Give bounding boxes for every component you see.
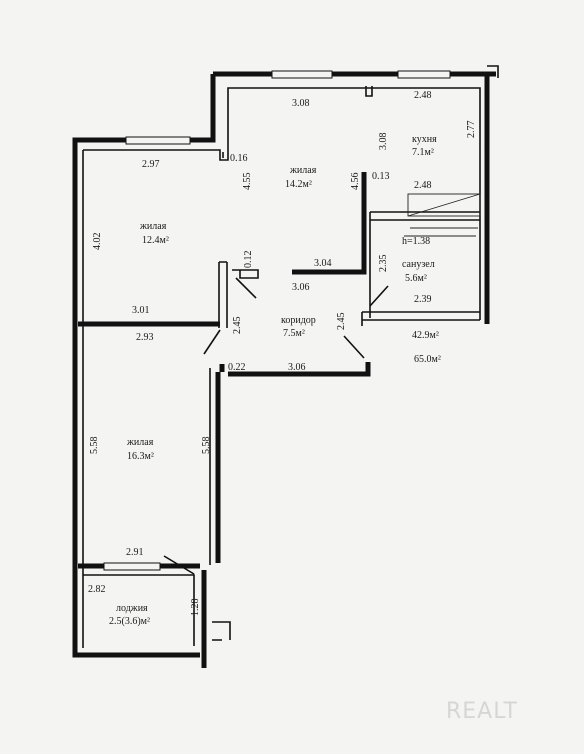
window-top-center [271,70,333,79]
window-top-right [397,70,451,79]
vent-box [404,193,481,237]
dim-306-mid: 3.06 [292,282,310,293]
room-area-center: 14.2м² [285,179,312,190]
room-area-kitchen: 7.1м² [412,147,434,158]
dim-235: 2.35 [378,255,389,273]
dim-245-right: 2.45 [336,313,347,331]
wall-stub-upper-left [218,261,228,328]
windows [103,70,451,571]
door-center [235,277,257,299]
vent-shaft [407,193,481,217]
wall-bathroom-bottom [361,311,480,326]
living-area-total: 42.9м² [412,330,439,341]
dim-248-mid: 2.48 [414,180,432,191]
dim-301: 3.01 [132,305,150,316]
door-upper-left [203,329,221,355]
wall-corridor-bottom [228,362,371,377]
dim-306-low: 3.06 [288,362,306,373]
wall-center-right [292,172,367,275]
wall-loggia-stub [212,621,231,641]
wall-notch-top-right [487,65,499,78]
dim-297: 2.97 [142,159,160,170]
dim-455: 4.55 [242,173,253,191]
room-name-bottom: жилая [126,437,154,448]
dim-402: 4.02 [92,233,103,251]
dim-282: 2.82 [88,584,106,595]
dim-558-left: 5.58 [89,437,100,455]
dim-245-left: 2.45 [232,317,243,335]
room-name-bathroom: санузел [402,259,435,270]
dim-308-kitchen: 3.08 [378,133,389,151]
dim-248-top: 2.48 [414,90,432,101]
wall-inner-top-left [83,87,481,320]
dim-304: 3.04 [314,258,332,269]
door-kitchen-stub [365,86,373,97]
door-lower-room [163,555,195,575]
total-area: 65.0м² [414,354,441,365]
window-loggia [103,562,161,571]
window-top-left [125,136,191,145]
vertical-dimension-labels: 2.77 3.08 4.55 4.56 4.02 0.12 2.35 2.45 … [89,121,477,617]
room-name-top-left: жилая [139,221,167,232]
dim-456: 4.56 [350,173,361,191]
room-name-kitchen: кухня [412,134,437,145]
dim-277: 2.77 [466,121,477,139]
room-labels: жилая 12.4м² жилая 14.2м² кухня 7.1м² са… [109,134,441,627]
room-area-corridor: 7.5м² [283,328,305,339]
doors [163,86,389,575]
dim-128: 1.28 [190,599,201,617]
room-area-top-left: 12.4м² [142,235,169,246]
dim-558-right: 5.58 [201,437,212,455]
dim-293: 2.93 [136,332,154,343]
door-bathroom [369,285,389,307]
dim-239: 2.39 [414,294,432,305]
ceiling-height: h=1.38 [402,236,430,247]
vent-shaft-line [407,193,481,217]
wall-kitchen-bottom [370,211,480,221]
dim-012: 0.12 [243,251,254,269]
room-area-bathroom: 5.6м² [405,273,427,284]
watermark-logo: REALT [446,699,518,724]
room-name-corridor: коридор [281,315,316,326]
room-name-loggia: лоджия [116,603,148,614]
room-name-center: жилая [289,165,317,176]
dim-016: 0.16 [230,153,248,164]
dimension-labels: 3.08 2.48 2.97 0.16 0.13 2.48 3.04 3.06 … [88,90,432,595]
dim-022: 0.22 [228,362,246,373]
wall-loggia [83,574,195,646]
wall-lower-room-right [215,364,225,563]
dim-013: 0.13 [372,171,390,182]
dim-308-top: 3.08 [292,98,310,109]
room-area-loggia: 2.5(3.6)м² [109,616,150,627]
door-corridor-right [343,335,365,359]
room-area-bottom: 16.3м² [127,451,154,462]
wall-center-bottom [232,269,259,279]
dim-291: 2.91 [126,547,144,558]
